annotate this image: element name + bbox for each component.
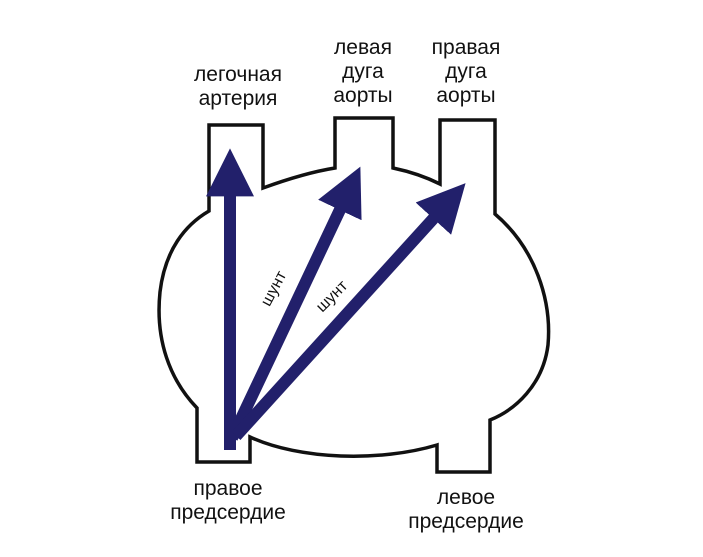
label-left-atrium: левое предсердие (408, 486, 524, 533)
label-right-atrium: правое предсердие (170, 477, 286, 524)
label-left-aortic-arch: левая дуга аорты (333, 36, 393, 107)
label-pulmonary-artery: легочная артерия (194, 63, 282, 110)
arrow-shunt-to-left-aortic-arch (226, 166, 362, 441)
arrow-shunt-to-right-aortic-arch (231, 183, 466, 441)
label-right-aortic-arch: правая дуга аорты (431, 36, 501, 107)
heart-outline (157, 116, 551, 474)
